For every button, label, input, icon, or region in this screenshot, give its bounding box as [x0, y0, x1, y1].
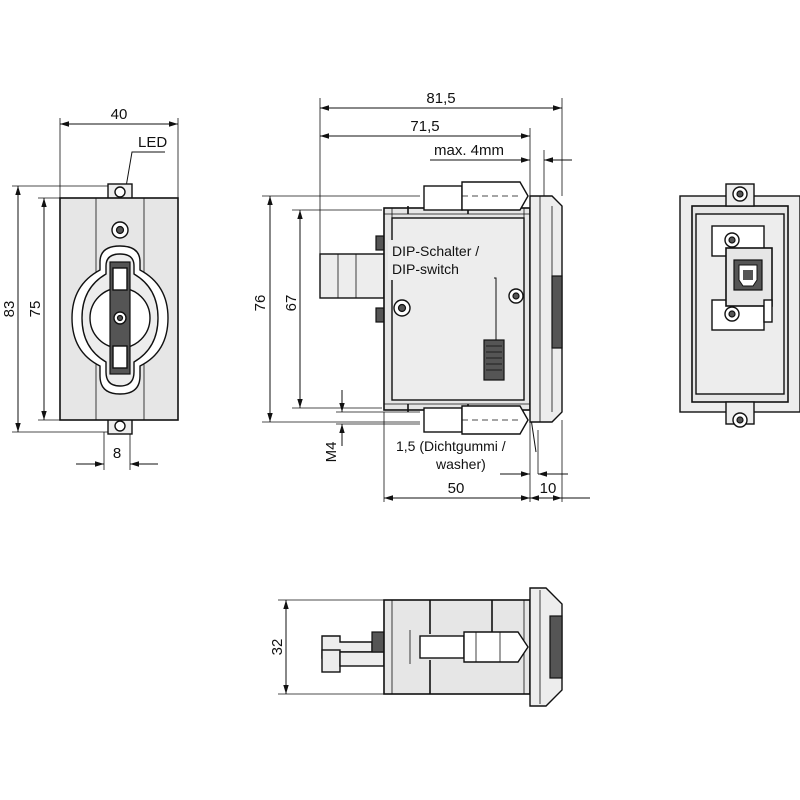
label-side-height-inner: 67 [283, 295, 300, 312]
bottom-screw [419, 635, 465, 659]
label-side-front: 10 [540, 480, 557, 497]
label-side-body: 71,5 [410, 118, 439, 135]
side-bezel [529, 195, 563, 423]
label-bottom-height: 32 [269, 639, 286, 656]
label-front-height-outer: 83 [1, 301, 18, 318]
label-dip-line2: DIP-switch [392, 261, 459, 277]
label-washer-line1: 1,5 (Dichtgummi / [396, 438, 506, 454]
bottom-view: 32 [269, 587, 563, 707]
side-top-screw [423, 185, 463, 211]
side-view: 81,5 71,5 max. 4mm 76 67 M4 50 10 1,5 (D… [252, 90, 590, 502]
label-front-bottom: 8 [113, 445, 121, 462]
label-side-height-outer: 76 [252, 295, 269, 312]
label-dip-line1: DIP-Schalter / [392, 243, 479, 259]
label-front-width: 40 [111, 106, 128, 123]
label-washer-line2: washer) [435, 456, 486, 472]
label-side-overall: 81,5 [426, 90, 455, 107]
usb-b-port-icon [733, 259, 763, 291]
label-side-depth: 50 [448, 480, 465, 497]
front-view: 40 83 75 8 LED [1, 106, 179, 470]
label-led: LED [138, 134, 167, 151]
label-thread: M4 [323, 442, 340, 463]
side-plug [319, 253, 385, 299]
label-side-max: max. 4mm [434, 142, 504, 159]
rear-view [679, 183, 800, 428]
label-front-height-inner: 75 [27, 301, 44, 318]
side-bottom-screw [423, 407, 463, 433]
